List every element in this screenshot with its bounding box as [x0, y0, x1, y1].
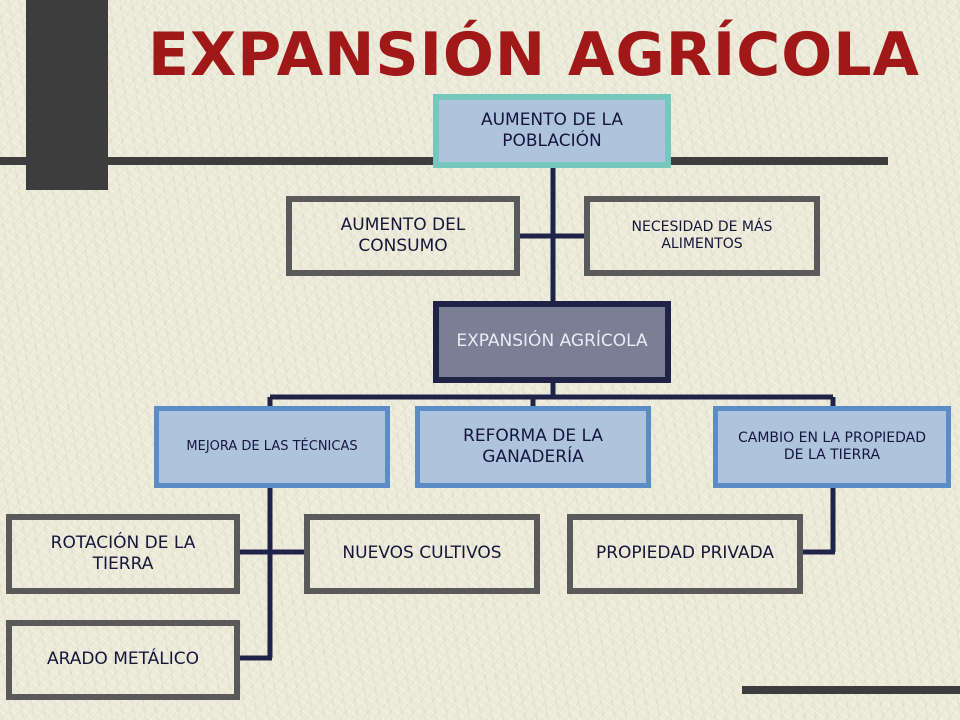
node-label: EXPANSIÓN AGRÍCOLA: [456, 331, 648, 352]
node-mejora-tecnicas: MEJORA DE LAS TÉCNICAS: [154, 406, 390, 488]
node-label: AUMENTO DEL CONSUMO: [340, 214, 466, 256]
node-label: PROPIEDAD PRIVADA: [595, 543, 775, 564]
node-necesidad-alimentos: NECESIDAD DE MÁS ALIMENTOS: [584, 196, 820, 276]
node-label: CAMBIO EN LA PROPIEDAD DE LA TIERRA: [737, 429, 927, 464]
node-label: NUEVOS CULTIVOS: [342, 543, 502, 564]
page-title: EXPANSIÓN AGRÍCOLA: [148, 20, 920, 90]
node-label: REFORMA DE LA GANADERÍA: [463, 425, 603, 467]
node-label: NECESIDAD DE MÁS ALIMENTOS: [631, 218, 773, 253]
node-expansion-agricola: EXPANSIÓN AGRÍCOLA: [433, 301, 671, 383]
node-arado-metalico: ARADO METÁLICO: [6, 620, 240, 700]
node-label: AUMENTO DE LA POBLACIÓN: [480, 109, 624, 151]
node-reforma-ganaderia: REFORMA DE LA GANADERÍA: [415, 406, 651, 488]
decorative-bottom-line: [742, 686, 960, 694]
node-rotacion-tierra: ROTACIÓN DE LA TIERRA: [6, 514, 240, 594]
node-propiedad-privada: PROPIEDAD PRIVADA: [567, 514, 803, 594]
node-label: MEJORA DE LAS TÉCNICAS: [186, 438, 358, 454]
node-cambio-propiedad: CAMBIO EN LA PROPIEDAD DE LA TIERRA: [713, 406, 951, 488]
node-aumento-consumo: AUMENTO DEL CONSUMO: [286, 196, 520, 276]
node-aumento-poblacion: AUMENTO DE LA POBLACIÓN: [433, 94, 671, 168]
node-nuevos-cultivos: NUEVOS CULTIVOS: [304, 514, 540, 594]
node-label: ROTACIÓN DE LA TIERRA: [50, 532, 196, 574]
node-label: ARADO METÁLICO: [46, 649, 200, 670]
